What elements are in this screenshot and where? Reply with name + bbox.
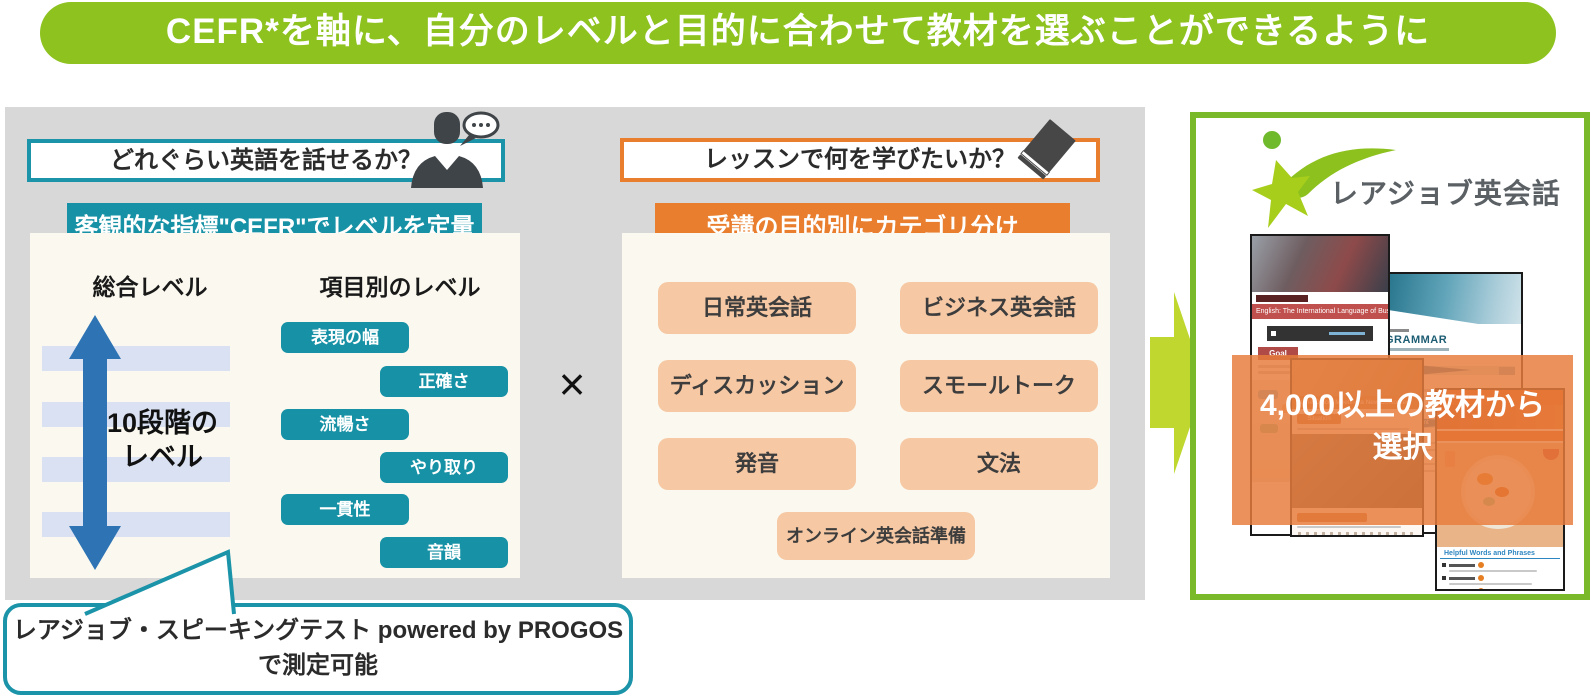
audio-player-bar xyxy=(1266,326,1374,341)
skill-box-interaction: やり取り xyxy=(380,452,508,483)
right-question-text: レッスンで何を学びたいか？ xyxy=(704,146,1016,173)
skill-box-range: 表現の幅 xyxy=(281,322,409,353)
left-question-text: どれぐらい英語を話せるか？ xyxy=(110,147,422,174)
materials-count-overlay: 4,000以上の教材から 選択 xyxy=(1232,355,1573,525)
skill-box-coherence: 一貫性 xyxy=(281,494,409,525)
category-online-prep: オンライン英会話準備 xyxy=(777,512,975,560)
up-down-arrow-icon xyxy=(69,315,121,570)
multiply-symbol: × xyxy=(558,358,586,410)
title-banner: CEFR*を軸に、自分のレベルと目的に合わせて教材を選ぶことができるように xyxy=(40,2,1556,64)
rarejob-star-icon xyxy=(1252,131,1396,228)
category-small-talk: スモールトーク xyxy=(900,360,1098,412)
business-title: English: The International Language of B… xyxy=(1252,304,1388,319)
level-bar xyxy=(42,457,230,482)
book-icon xyxy=(1017,119,1076,180)
overall-level-label: 総合レベル xyxy=(92,274,208,300)
category-grammar: 文法 xyxy=(900,438,1098,490)
scale-note: 10段階の レベル xyxy=(106,408,219,472)
person-speaking-icon xyxy=(411,111,500,188)
skill-box-accuracy: 正確さ xyxy=(380,366,508,397)
grammar-header-photo xyxy=(1379,274,1521,324)
category-business-english: ビジネス英会話 xyxy=(900,282,1098,334)
skill-box-fluency: 流暢さ xyxy=(281,409,409,440)
title-banner-text: CEFR*を軸に、自分のレベルと目的に合わせて教材を選ぶことができるように xyxy=(165,12,1431,51)
category-pronunciation: 発音 xyxy=(658,438,856,490)
rarejob-logo-text: レアジョブ英会話 xyxy=(1330,178,1561,209)
level-bar xyxy=(42,402,230,427)
business-tag xyxy=(1256,295,1308,302)
detail-level-label: 項目別のレベル xyxy=(319,274,481,300)
helpful-words-heading: Helpful Words and Phrases xyxy=(1440,547,1560,559)
business-header-photo xyxy=(1252,236,1388,292)
grammar-title: GRAMMAR xyxy=(1385,334,1448,346)
speech-bubble-tail xyxy=(84,549,236,616)
skill-box-phonology: 音韻 xyxy=(380,537,508,568)
speaking-test-callout: レアジョブ・スピーキングテスト powered by PROGOS で測定可能 xyxy=(3,603,633,695)
category-daily-english: 日常英会話 xyxy=(658,282,856,334)
category-discussion: ディスカッション xyxy=(658,360,856,412)
right-arrow-icon xyxy=(1150,292,1205,474)
